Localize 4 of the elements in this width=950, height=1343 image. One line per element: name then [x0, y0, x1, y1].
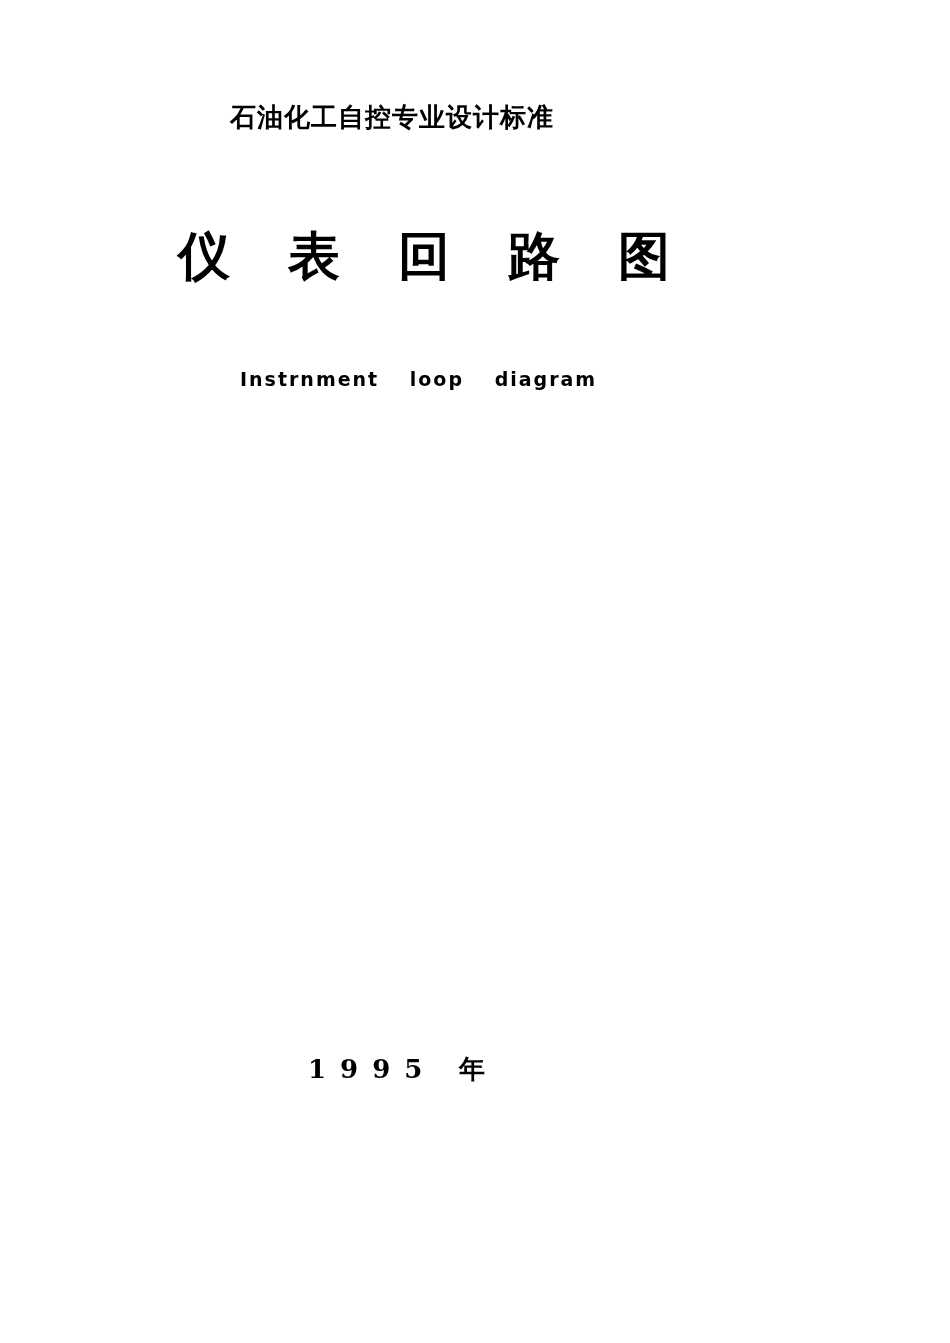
english-subtitle: Instrnment loop diagram [240, 368, 598, 390]
publication-year: 1995 年 [308, 1053, 500, 1086]
series-heading: 石油化工自控专业设计标准 [230, 101, 554, 134]
title: 仪表回路图 [178, 225, 728, 288]
